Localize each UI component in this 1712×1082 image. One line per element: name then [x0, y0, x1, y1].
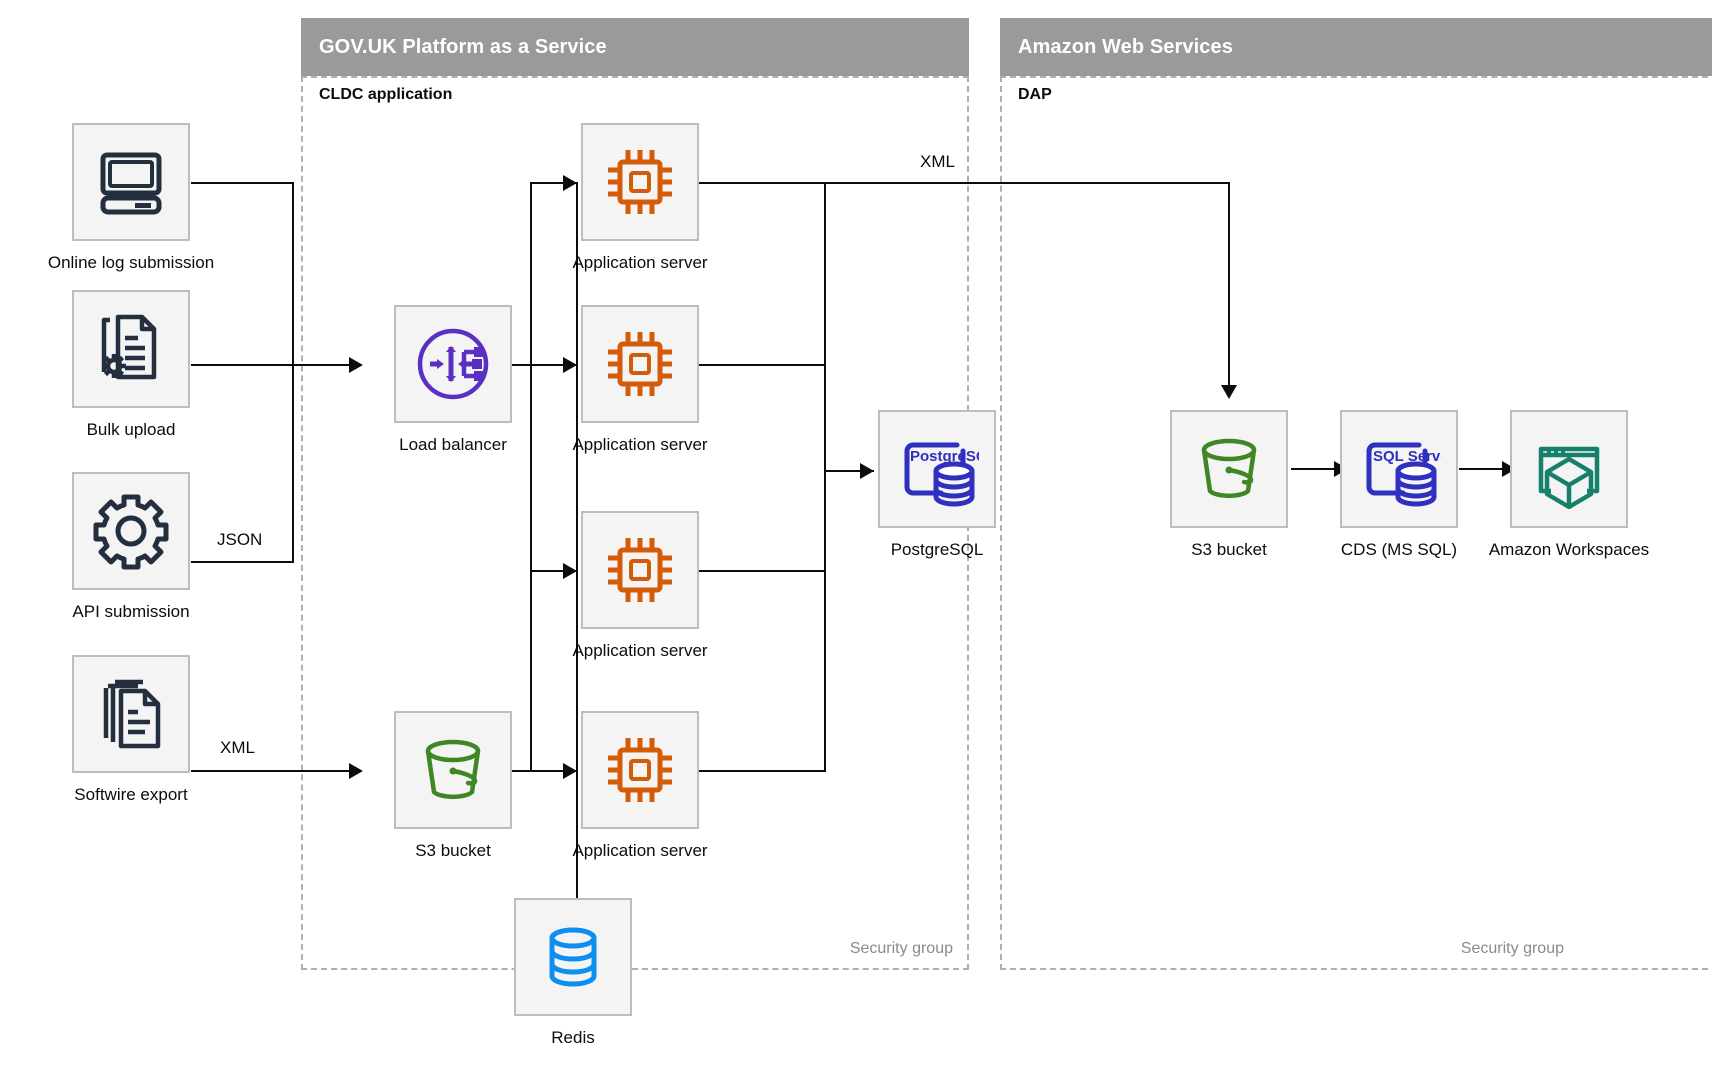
- documents-stack-icon: [72, 655, 190, 773]
- s3-bucket-icon: [394, 711, 512, 829]
- node-label-softwire-export: Softwire export: [74, 785, 188, 804]
- node-label-application-server-1: Application server: [572, 253, 708, 272]
- arrow-into-application-server-3: [563, 563, 577, 579]
- security-group-box-aws: [1000, 76, 1712, 970]
- wire-branch-bus-vertical: [530, 182, 532, 770]
- wire-cds-to-workspaces: [1459, 468, 1507, 470]
- cpu-chip-icon: [581, 305, 699, 423]
- node-label-application-server-4: Application server: [572, 841, 708, 860]
- node-application-server-1[interactable]: Application server: [572, 123, 708, 272]
- node-s3-bucket-aws[interactable]: S3 bucket: [1170, 410, 1288, 559]
- document-gear-icon: [72, 290, 190, 408]
- wire-appserver-4-out: [699, 770, 826, 772]
- node-redis[interactable]: Redis: [514, 898, 632, 1047]
- wire-s3-to-cds: [1291, 468, 1339, 470]
- arrow-into-s3-bucket-paas: [349, 763, 363, 779]
- wire-label-xml-softwire: XML: [215, 738, 260, 758]
- arrow-into-load-balancer: [349, 357, 363, 373]
- wire-api-to-bus: [191, 561, 294, 563]
- node-label-bulk-upload: Bulk upload: [86, 420, 176, 439]
- node-label-postgresql: PostgreSQL: [890, 540, 984, 559]
- zone-header-paas: GOV.UK Platform as a Service: [301, 18, 969, 76]
- wire-softwire-to-s3: [191, 770, 351, 772]
- arrow-into-s3-bucket-aws: [1221, 385, 1237, 399]
- node-softwire-export[interactable]: Softwire export: [72, 655, 190, 804]
- node-label-application-server-2: Application server: [572, 435, 708, 454]
- wire-label-xml-dap: XML: [915, 152, 960, 172]
- wire-bus-vertical-left: [292, 182, 294, 562]
- wire-bulk-upload-to-load-balancer: [191, 364, 351, 366]
- node-label-api-submission: API submission: [72, 602, 190, 621]
- zone-sublabel-cldc-application: CLDC application: [319, 86, 453, 103]
- node-application-server-4[interactable]: Application server: [572, 711, 708, 860]
- zone-header-aws: Amazon Web Services: [1000, 18, 1712, 76]
- security-group-label-aws: Security group: [1460, 940, 1564, 957]
- node-label-load-balancer: Load balancer: [399, 435, 507, 454]
- node-online-log-submission[interactable]: Online log submission: [48, 123, 214, 272]
- node-cds-ms-sql[interactable]: SQL Server CDS (MS SQL): [1340, 410, 1458, 559]
- cpu-chip-icon: [581, 711, 699, 829]
- arrow-into-postgresql: [860, 463, 874, 479]
- sql-server-database-icon: SQL Server: [1340, 410, 1458, 528]
- arrow-into-application-server-1: [563, 175, 577, 191]
- load-balancer-icon: [394, 305, 512, 423]
- node-postgresql[interactable]: PostgreSQL PostgreSQL: [878, 410, 996, 559]
- redis-database-icon: [514, 898, 632, 1016]
- wire-dap-drop: [1228, 182, 1230, 392]
- svg-text:SQL Server: SQL Server: [1373, 448, 1441, 465]
- node-api-submission[interactable]: API submission: [72, 472, 190, 621]
- desktop-computer-icon: [72, 123, 190, 241]
- wire-bus-to-postgresql: [824, 470, 874, 472]
- wire-appserver-3-out: [699, 570, 826, 572]
- node-label-online-log-submission: Online log submission: [47, 253, 215, 272]
- zone-title-aws: Amazon Web Services: [1018, 35, 1233, 58]
- svg-text:PostgreSQL: PostgreSQL: [910, 448, 979, 465]
- wire-collection-bus-vertical: [824, 182, 826, 770]
- node-label-s3-bucket-aws: S3 bucket: [1191, 540, 1267, 559]
- wire-to-application-server-1: [530, 182, 578, 184]
- amazon-workspaces-icon: [1510, 410, 1628, 528]
- gear-icon: [72, 472, 190, 590]
- postgresql-database-icon: PostgreSQL: [878, 410, 996, 528]
- node-label-s3-bucket-paas: S3 bucket: [415, 841, 491, 860]
- node-label-amazon-workspaces: Amazon Workspaces: [1488, 540, 1650, 559]
- node-s3-bucket-paas[interactable]: S3 bucket: [394, 711, 512, 860]
- s3-bucket-icon: [1170, 410, 1288, 528]
- wire-to-application-server-3: [530, 570, 578, 572]
- wire-s3-to-application-server-4: [473, 770, 578, 772]
- node-bulk-upload[interactable]: Bulk upload: [72, 290, 190, 439]
- node-label-redis: Redis: [551, 1028, 595, 1047]
- zone-title-paas: GOV.UK Platform as a Service: [319, 35, 607, 58]
- wire-online-log-to-bus: [191, 182, 294, 184]
- wire-appserver-2-out: [699, 364, 826, 366]
- zone-sublabel-dap: DAP: [1018, 86, 1052, 103]
- node-application-server-3[interactable]: Application server: [572, 511, 708, 660]
- node-label-application-server-3: Application server: [572, 641, 708, 660]
- node-load-balancer[interactable]: Load balancer: [394, 305, 512, 454]
- cpu-chip-icon: [581, 511, 699, 629]
- wire-label-json: JSON: [212, 530, 268, 550]
- wire-redis-up: [576, 770, 578, 898]
- wire-appserver-distribution-bus: [576, 182, 578, 770]
- wire-to-application-server-2: [530, 364, 578, 366]
- node-application-server-2[interactable]: Application server: [572, 305, 708, 454]
- arrow-into-application-server-2: [563, 357, 577, 373]
- node-amazon-workspaces[interactable]: Amazon Workspaces: [1489, 410, 1649, 559]
- cpu-chip-icon: [581, 123, 699, 241]
- node-label-cds-ms-sql: CDS (MS SQL): [1340, 540, 1458, 559]
- wire-appserver-to-dap: [699, 182, 1230, 184]
- wire-load-balancer-out: [473, 364, 578, 366]
- security-group-label-paas: Security group: [849, 940, 953, 957]
